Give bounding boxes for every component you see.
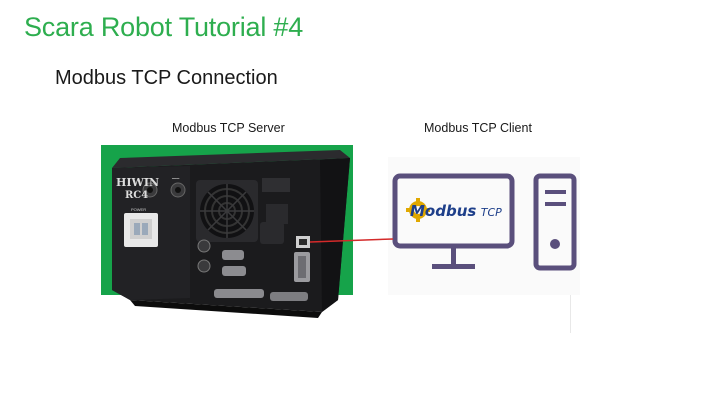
controller-model-text: RC4 [125,190,149,201]
controller-brand-text: HIWIN [116,176,160,189]
svg-text:━━━: ━━━ [171,176,180,181]
modbus-logo-text: Modbus TCP [410,202,502,221]
server-label: Modbus TCP Server [172,121,285,135]
client-label: Modbus TCP Client [424,121,532,135]
modbus-gear-icon [406,198,430,222]
client-divider-line [570,295,571,333]
network-cable-line [309,238,394,243]
svg-text:━━━: ━━━ [143,176,152,181]
slide-title: Scara Robot Tutorial #4 [24,12,304,42]
tower-icon [533,173,577,271]
client-computer-backdrop [388,157,580,295]
modbus-logo-suffix: TCP [480,206,502,219]
slide-subtitle: Modbus TCP Connection [55,67,278,89]
controller-power-text: POWER [131,207,147,212]
modbus-logo-word: Modbus [410,202,477,220]
